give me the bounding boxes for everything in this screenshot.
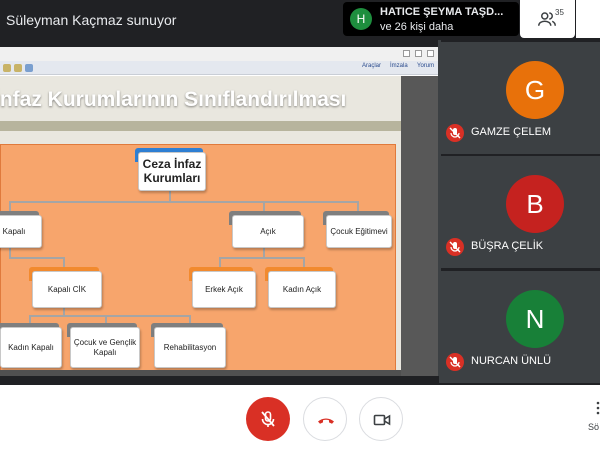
connector-line	[9, 257, 65, 259]
connector-line	[263, 201, 265, 213]
connector-line	[63, 305, 65, 315]
participant-name: GAMZE ÇELEM	[471, 126, 552, 138]
people-button[interactable]: 35	[520, 0, 575, 38]
connector-line	[9, 201, 11, 213]
connector-line	[219, 257, 305, 259]
participant-tile[interactable]: B BÜŞRA ÇELİK	[439, 156, 600, 268]
participant-tile[interactable]: G GAMZE ÇELEM	[439, 42, 600, 154]
slide: İnfaz Kurumlarının Sınıflandırılması	[0, 76, 401, 376]
connector-line	[9, 245, 11, 257]
tools-link[interactable]: Araçlar	[362, 63, 382, 69]
participant-name: NURCAN ÜNLÜ	[471, 355, 552, 367]
camera-toggle-button[interactable]	[359, 397, 403, 441]
title-band	[0, 121, 401, 131]
participant-name: BÜŞRA ÇELİK	[471, 240, 544, 252]
window-titlebar	[0, 47, 438, 61]
slide-title: İnfaz Kurumlarının Sınıflandırılması	[0, 88, 347, 111]
participant-avatar: H	[350, 8, 372, 30]
connector-line	[357, 201, 359, 213]
connector-line	[105, 315, 107, 323]
shared-screen: Araçlar İmzala Yorum İnfaz Kurumlarının …	[0, 47, 438, 376]
camera-icon	[373, 414, 391, 426]
mic-toggle-button[interactable]	[246, 397, 290, 441]
participant-pill[interactable]: H HATICE ŞEYMA TAŞD... ve 26 kişi daha	[343, 2, 519, 36]
mic-off-icon	[446, 353, 464, 371]
node-erkek-acik: Erkek Açık	[189, 267, 256, 308]
viewer-toolbar: Araçlar İmzala Yorum	[0, 61, 438, 75]
slide-canvas: İnfaz Kurumlarının Sınıflandırılması	[0, 76, 438, 376]
connector-line	[169, 187, 171, 201]
end-call-button[interactable]	[303, 397, 347, 441]
connector-line	[263, 245, 265, 257]
sign-link[interactable]: İmzala	[390, 63, 408, 69]
mic-off-icon	[446, 238, 464, 256]
org-chart: Ceza İnfaz Kurumları Kapalı Açık Çocuk E…	[0, 144, 396, 376]
node-ceza-infaz-kurumlari: Ceza İnfaz Kurumları	[135, 148, 206, 191]
participant-name: HATICE ŞEYMA TAŞD...	[380, 6, 504, 18]
node-acik: Açık	[229, 211, 304, 248]
node-cocuk-genclik-kapali: Çocuk ve Gençlik Kapalı	[67, 323, 140, 368]
connector-line	[29, 315, 31, 323]
node-kadin-kapali: Kadın Kapalı	[0, 323, 62, 368]
avatar: N	[506, 290, 564, 348]
node-kapali: Kapalı	[0, 211, 42, 248]
participant-tile[interactable]: N NURCAN ÜNLÜ	[439, 271, 600, 383]
connector-line	[63, 257, 65, 267]
connector-line	[219, 257, 221, 267]
minimize-icon[interactable]	[403, 50, 410, 57]
corner-label[interactable]: Sö	[588, 422, 600, 432]
presenter-label: Süleyman Kaçmaz sunuyor	[6, 12, 177, 28]
avatar: B	[506, 175, 564, 233]
expand-icon[interactable]	[25, 64, 33, 72]
comment-link[interactable]: Yorum	[417, 63, 435, 69]
top-right-panel	[576, 0, 600, 38]
end-call-icon	[318, 418, 334, 424]
participant-more: ve 26 kişi daha	[380, 21, 454, 33]
node-kapali-cik: Kapalı CİK	[29, 267, 102, 308]
slide-footer-band	[0, 370, 401, 376]
node-rehabilitasyon: Rehabilitasyon	[151, 323, 226, 368]
connector-line	[29, 315, 191, 317]
connector-line	[303, 257, 305, 267]
mic-off-icon	[261, 411, 275, 427]
connector-line	[189, 315, 191, 323]
avatar: G	[506, 61, 564, 119]
more-options-icon[interactable]	[592, 401, 600, 415]
node-cocuk-egitimevi: Çocuk Eğitimevi	[323, 211, 392, 248]
maximize-icon[interactable]	[415, 50, 422, 57]
people-count: 35	[555, 8, 564, 17]
node-kadin-acik: Kadın Açık	[265, 267, 336, 308]
people-icon	[538, 12, 556, 26]
tool-icon[interactable]	[14, 64, 22, 72]
call-controls: Sö	[0, 385, 600, 450]
close-icon[interactable]	[427, 50, 434, 57]
tool-icon[interactable]	[3, 64, 11, 72]
mic-off-icon	[446, 124, 464, 142]
connector-line	[9, 201, 359, 203]
